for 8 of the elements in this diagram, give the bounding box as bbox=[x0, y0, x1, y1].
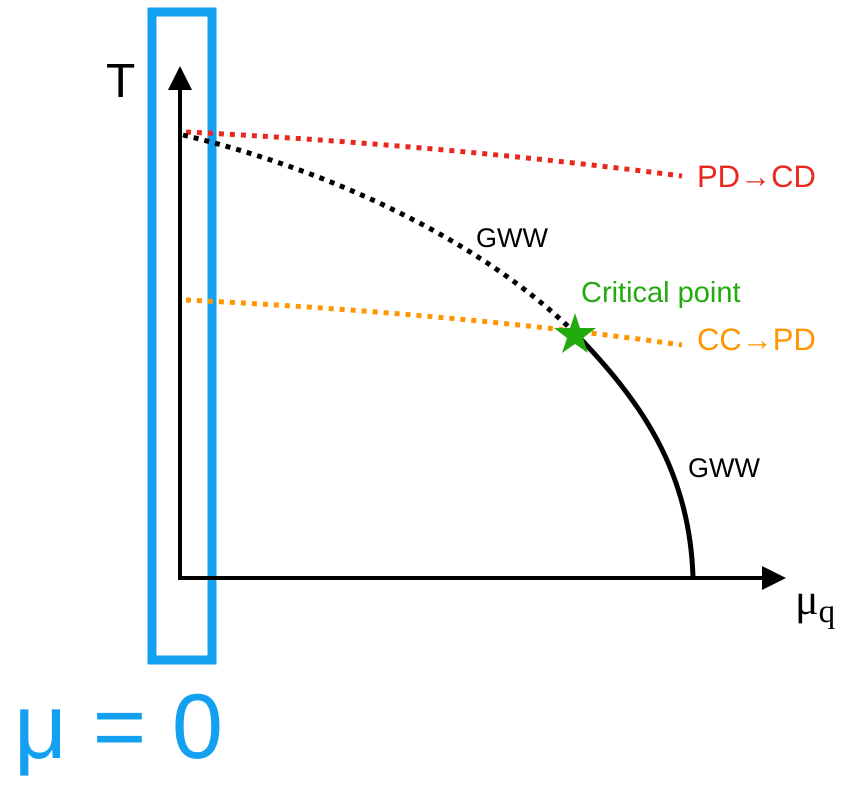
curve-label: GWW bbox=[476, 222, 548, 255]
curve-label: PD→CD bbox=[697, 158, 816, 196]
axis-label: T bbox=[106, 54, 136, 110]
curve-label: GWW bbox=[688, 452, 760, 485]
point-label: Critical point bbox=[581, 276, 741, 311]
curve-label: CC→PD bbox=[697, 321, 816, 359]
axis-label: μ$_{q}$ bbox=[795, 574, 836, 627]
condition-label: μ = 0 bbox=[14, 675, 224, 780]
